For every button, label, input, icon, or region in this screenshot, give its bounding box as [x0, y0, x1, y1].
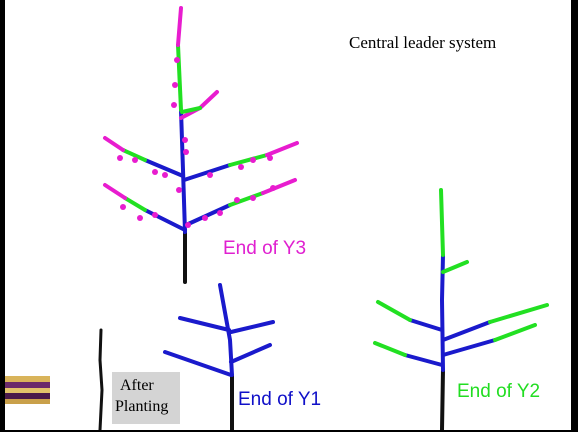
y2-trunk-base [440, 368, 445, 430]
y2-branch-ll-y1 [403, 353, 444, 367]
slide-title: Central leader system [349, 33, 497, 52]
y3-branch-ul-y2 [121, 148, 147, 162]
y3-leader-y3 [176, 6, 183, 47]
y1-branch-lower-right [229, 343, 272, 364]
y3-branch-lr-y1 [184, 203, 232, 227]
y2-branch-ll-y2 [373, 341, 407, 357]
whip-trunk [98, 328, 104, 430]
stripe-gold-bottom [5, 399, 50, 404]
y2-branch-ul-y2 [376, 300, 412, 322]
label-end-of-y1: End of Y1 [238, 389, 322, 410]
y2-branch-ul-y1 [408, 318, 444, 332]
y3-branch-ll-y2 [123, 196, 147, 212]
y3-branch-lr-y3 [261, 178, 297, 195]
y1-branch-lower-left [163, 350, 233, 377]
tree-end-y2 [373, 188, 549, 430]
y3-branch-ur-y1 [182, 163, 232, 182]
after-planting-line1: After [120, 377, 154, 394]
y3-top-right-shoot-base [180, 106, 202, 114]
label-after-planting: After Planting [112, 372, 180, 424]
y3-branch-lr-y2 [228, 191, 265, 207]
tree-end-y1 [163, 283, 275, 430]
y3-leader-y2 [176, 43, 183, 112]
tree-diagrams [98, 6, 549, 430]
y2-branch-ur-y2 [488, 303, 549, 324]
y2-top-branch [441, 260, 469, 274]
y3-branch-ll-y1 [143, 208, 187, 232]
stripe-purple-bottom [5, 393, 50, 399]
stripe-gold-mid [5, 388, 50, 393]
slide: Central leader system End of Y3 End of Y… [5, 0, 571, 430]
label-end-of-y3: End of Y3 [223, 238, 307, 259]
y2-branch-ur-y1 [441, 320, 492, 342]
y3-leader-y1 [179, 108, 187, 234]
after-planting-line2: Planting [115, 398, 169, 415]
y2-leader-y2 [439, 188, 445, 257]
y3-branch-ur-y2 [228, 153, 269, 167]
y1-branch-upper-right [229, 320, 275, 334]
y3-branch-ul-y3 [103, 136, 125, 152]
stripe-gold-top [5, 376, 50, 382]
decorative-stripes [5, 376, 50, 404]
label-end-of-y2: End of Y2 [457, 381, 541, 402]
y3-branch-ul-y1 [143, 158, 185, 178]
stripe-purple-top [5, 382, 50, 388]
y2-branch-lr-y2 [493, 323, 537, 342]
y3-branch-ll-y3 [103, 183, 127, 200]
y3-branch-ur-y3 [265, 141, 299, 157]
y3-top-right-shoot [179, 90, 219, 120]
tree-end-y3 [103, 6, 299, 284]
y3-fruiting-spurs [117, 57, 276, 228]
y2-branch-lr-y1 [441, 338, 497, 357]
tree-after-planting [98, 328, 104, 430]
y1-branch-upper-left [178, 316, 231, 332]
